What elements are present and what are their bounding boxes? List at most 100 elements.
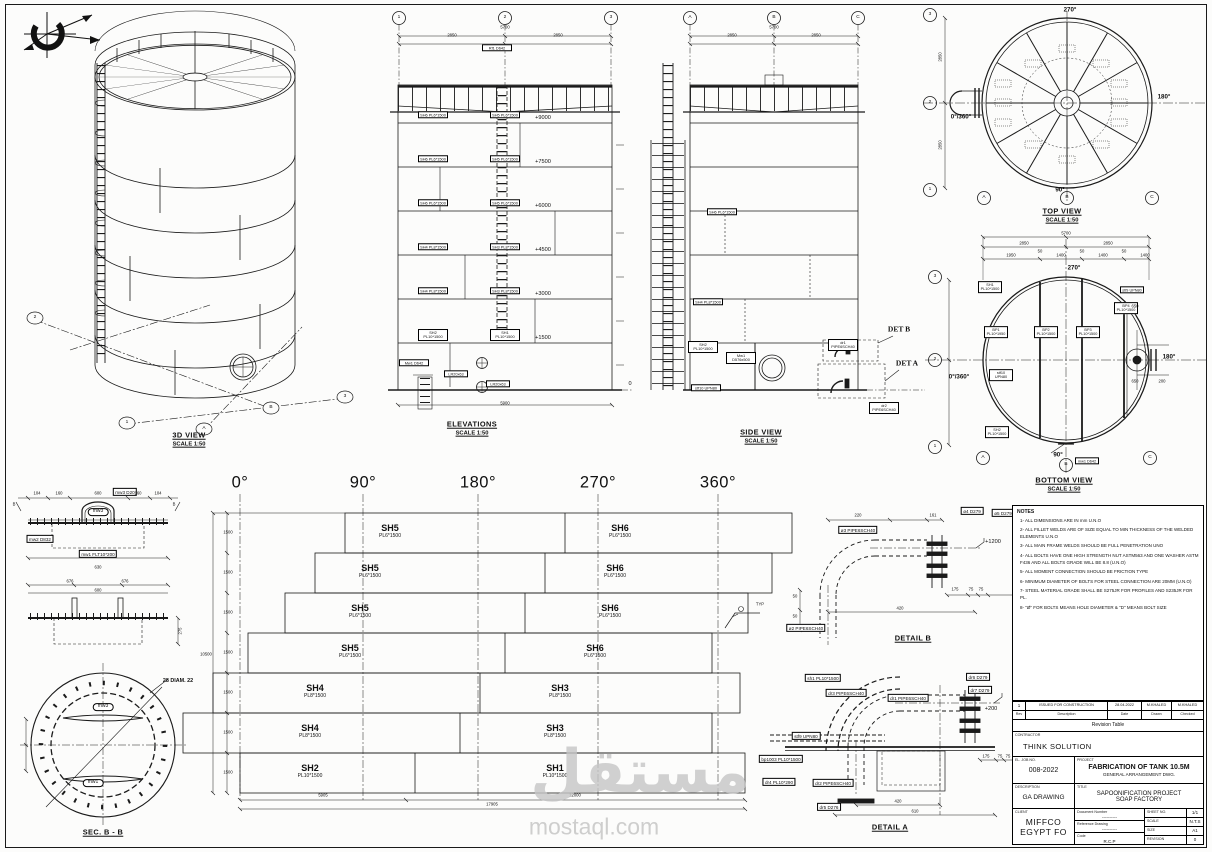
view-bottom xyxy=(925,234,1207,475)
dim: 175 xyxy=(951,586,959,592)
dev-dim: 17905 xyxy=(486,801,498,807)
shell-tag: SH6 PL6*1500 xyxy=(418,111,448,119)
side-dim-half: 2850 xyxy=(811,32,821,38)
grid-bubble-1: 1 xyxy=(125,420,129,426)
plate-size: PL6*1500 xyxy=(339,653,361,660)
top-dim: 2850 xyxy=(937,140,943,150)
shell-tag: SH3 PL8*1500 xyxy=(490,287,520,295)
rev-h: Rev xyxy=(1013,711,1026,719)
secbb-title: SEC. B - B xyxy=(82,827,124,837)
project-subtitle: GENERAL ARRANGEMENT DWG. xyxy=(1102,772,1176,778)
bottom-seg-dim: 1400 xyxy=(1140,252,1150,258)
elev-grid-2: 2 xyxy=(503,15,507,21)
leg-tag: LR20x63 xyxy=(444,370,468,378)
note-item: 8- "Ø" FOR BOLTS MEANS HOLE DIAMETER & "… xyxy=(1020,604,1167,610)
dim: 420 xyxy=(896,605,904,611)
client-label: CLIENT xyxy=(1015,810,1028,815)
plate-size: PL10*1500 xyxy=(297,773,323,780)
rev-h: Drawn xyxy=(1142,711,1172,719)
note-item: 6- MINIMUM DIAMETER OF BOLTS FOR STEEL C… xyxy=(1020,578,1192,584)
dev-dim: 5905 xyxy=(318,792,328,798)
nozzle-dim: 650 xyxy=(1131,303,1139,309)
plate-size: PL8*1500 xyxy=(299,733,321,740)
manhole-tag: Mw1 D642 xyxy=(399,359,429,367)
plate-name: SH6 xyxy=(611,522,629,533)
view-side xyxy=(650,11,925,399)
note-item: 5- ALL MOMENT CONNECTION SHOULD BE FRICT… xyxy=(1020,569,1149,575)
scale-value: N.T.S xyxy=(1189,818,1201,824)
bottom-grid-1: 1 xyxy=(933,444,937,450)
doc-value: ---------- xyxy=(1102,814,1117,820)
shell-tag: SH5 PL6*1500 xyxy=(490,155,520,163)
pipe-tag: dr2 PIPE6SCH40 xyxy=(869,402,899,414)
pipe-tag: dr3 PIPE6SCH40 xyxy=(825,688,867,698)
dim: 600 xyxy=(94,490,102,496)
plate-size: PL10*1500 xyxy=(542,773,568,780)
angle-90: 90° xyxy=(1053,451,1063,459)
dim: 175 xyxy=(982,753,990,759)
title-line1: SAPOONIFICATION PROJECT xyxy=(1096,790,1182,797)
grid-bubble-2: 2 xyxy=(33,315,37,321)
note-item: 2- ALL FILLET WELDS ARE OF SIZE EQUAL TO… xyxy=(1020,526,1194,539)
plate-size: PL6*1500 xyxy=(359,573,381,580)
detail-a xyxy=(770,676,1012,818)
sheet-border xyxy=(5,4,1207,848)
bottom-dim-half: 2850 xyxy=(1019,240,1029,246)
elevations-scale: SCALE 1:50 xyxy=(455,430,489,437)
note-item: 4- ALL BOLTS HAVE ONE HIGH STRENGTH NUT … xyxy=(1020,552,1199,565)
notes-panel: NOTES 1- ALL DIMENSIONS ARE IN mm U.N.O … xyxy=(1012,505,1204,701)
plate-size: PL6*1500 xyxy=(604,573,626,580)
size-label: SIZE xyxy=(1145,827,1187,836)
bottom-grid-a: A xyxy=(981,455,985,461)
rev-h: Description xyxy=(1026,711,1108,719)
description-label: DESCRIPTION xyxy=(1015,784,1040,789)
elev-dim-bottom: 5900 xyxy=(500,400,510,406)
dim: 676 xyxy=(121,578,129,584)
note-item: 3- ALL MAIN FRAME WELDS SHOULD BE FULL P… xyxy=(1020,543,1164,549)
dim: 630 xyxy=(94,564,102,570)
leg-tag: LR20x63 xyxy=(486,380,510,388)
view-3d-scale: SCALE 1:50 xyxy=(172,441,206,448)
bottom-seg-dim: 50 xyxy=(1079,248,1085,254)
shell-tag: SH3 PL8*1500 xyxy=(490,243,520,251)
manhole-tag: Mw1 D576x500 xyxy=(726,352,756,364)
angle-0-360: 0°/360° xyxy=(950,113,972,121)
flange-tag: dr7 D279 xyxy=(968,685,992,695)
bottom-grid-2: 2 xyxy=(933,357,937,363)
north-arrow-icon xyxy=(23,12,101,58)
plate-name: SH3 xyxy=(551,682,569,693)
dim: 420 xyxy=(894,798,902,804)
job-number: 008-2022 xyxy=(1028,767,1059,775)
bottom-grid-b: B xyxy=(1064,462,1068,468)
code-value: R.C.P xyxy=(1103,838,1116,844)
scale-label: SCALE xyxy=(1145,818,1187,827)
corner-tag: SH2 PL10*1500 xyxy=(985,426,1009,438)
rev-no: 1 xyxy=(1013,702,1026,711)
bottom-dim-half: 2850 xyxy=(1103,240,1113,246)
level-mark: +1500 xyxy=(535,334,551,341)
level-mark: +4500 xyxy=(535,246,551,253)
section-bb xyxy=(20,663,186,827)
watermark-latin: mostaql.com xyxy=(528,813,660,840)
dim: 160 xyxy=(55,490,63,496)
shell-tag: SH1 PL10*1500 xyxy=(490,329,520,341)
side-title: SIDE VIEW xyxy=(740,427,782,437)
level-mark: +1200 xyxy=(985,538,1001,545)
watermark-arabic: مستقل xyxy=(530,737,750,807)
dev-rowdim: 1500 xyxy=(223,649,233,655)
plate-size: PL8*1500 xyxy=(544,733,566,740)
plate-name: SH5 xyxy=(351,602,369,613)
rev-desc: ISSUED FOR CONSTRUCTION xyxy=(1026,702,1108,711)
description-title-row: DESCRIPTION GA DRAWING TITLE SAPOONIFICA… xyxy=(1013,783,1203,810)
dim: 220 xyxy=(854,512,862,518)
shell-development xyxy=(182,494,793,812)
side-scale: SCALE 1:50 xyxy=(744,438,778,445)
sheet-value: 1/1 xyxy=(1191,809,1199,815)
angle-180: 180° xyxy=(1162,353,1176,361)
plate-name: SH6 xyxy=(586,642,604,653)
plate-name: SH5 xyxy=(341,642,359,653)
dim: 75 xyxy=(1005,753,1011,759)
shell-tag: SH6 PL6*1500 xyxy=(707,208,737,216)
mw3-oval: mw3 xyxy=(87,508,109,516)
revision-value: 0 xyxy=(1193,836,1197,842)
